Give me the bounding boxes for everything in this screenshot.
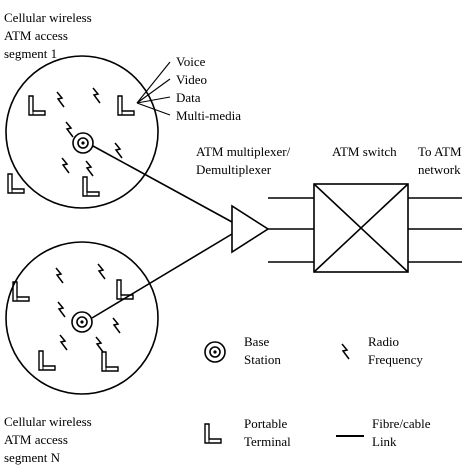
legend-base-station-icon	[204, 341, 226, 363]
legend-base-station-label: Base Station	[244, 334, 281, 367]
radio-frequency-icon	[57, 301, 66, 318]
radio-frequency-icon	[65, 121, 74, 138]
legend-fibre-link-label: Fibre/cable Link	[372, 416, 434, 449]
radio-frequency-icon	[55, 267, 64, 284]
radio-frequency-icon	[114, 142, 123, 159]
radio-frequency-icon	[56, 91, 65, 108]
portable-terminal-icon	[28, 95, 46, 116]
radio-frequency-icon	[92, 87, 101, 104]
atm-switch-label: ATM switch	[332, 144, 397, 159]
segment-1-label: Cellular wireless ATM access segment 1	[4, 10, 95, 61]
network-lines	[408, 197, 462, 263]
legend-radio-frequency-icon	[341, 343, 350, 360]
legend-portable-terminal-icon	[204, 423, 222, 444]
radio-frequency-icon	[97, 263, 106, 280]
multiplexer-symbol	[231, 204, 270, 254]
portable-terminal-icon	[38, 350, 56, 371]
fibre-links	[91, 145, 233, 319]
radio-frequency-icon	[95, 336, 104, 353]
segment-n-cell	[5, 241, 159, 395]
portable-terminal-icon	[12, 281, 30, 302]
portable-terminal-icon	[82, 176, 100, 197]
radio-frequency-icon	[59, 334, 68, 351]
segment-1-cell	[5, 55, 159, 209]
portable-terminal-icon	[101, 351, 119, 372]
multiplexer-label: ATM multiplexer/ Demultiplexer	[196, 144, 294, 177]
legend: Base Station Radio Frequency Portable Te…	[204, 334, 434, 449]
radio-frequency-icon	[61, 157, 70, 174]
service-list: Voice Video Data Multi-media	[176, 54, 241, 123]
segment-n-label: Cellular wireless ATM access segment N	[4, 414, 95, 465]
radio-frequency-icon	[85, 160, 94, 177]
switch-input-lines	[268, 197, 314, 263]
base-station-icon	[71, 311, 93, 333]
portable-terminal-icon	[116, 279, 134, 300]
atm-switch-symbol	[313, 183, 409, 273]
network-label: To ATM network	[418, 144, 465, 177]
legend-portable-terminal-label: Portable Terminal	[244, 416, 291, 449]
service-pointers	[136, 61, 171, 116]
portable-terminal-icon	[117, 95, 135, 116]
base-station-icon	[72, 132, 94, 154]
legend-radio-frequency-label: Radio Frequency	[368, 334, 423, 367]
radio-frequency-icon	[112, 317, 121, 334]
